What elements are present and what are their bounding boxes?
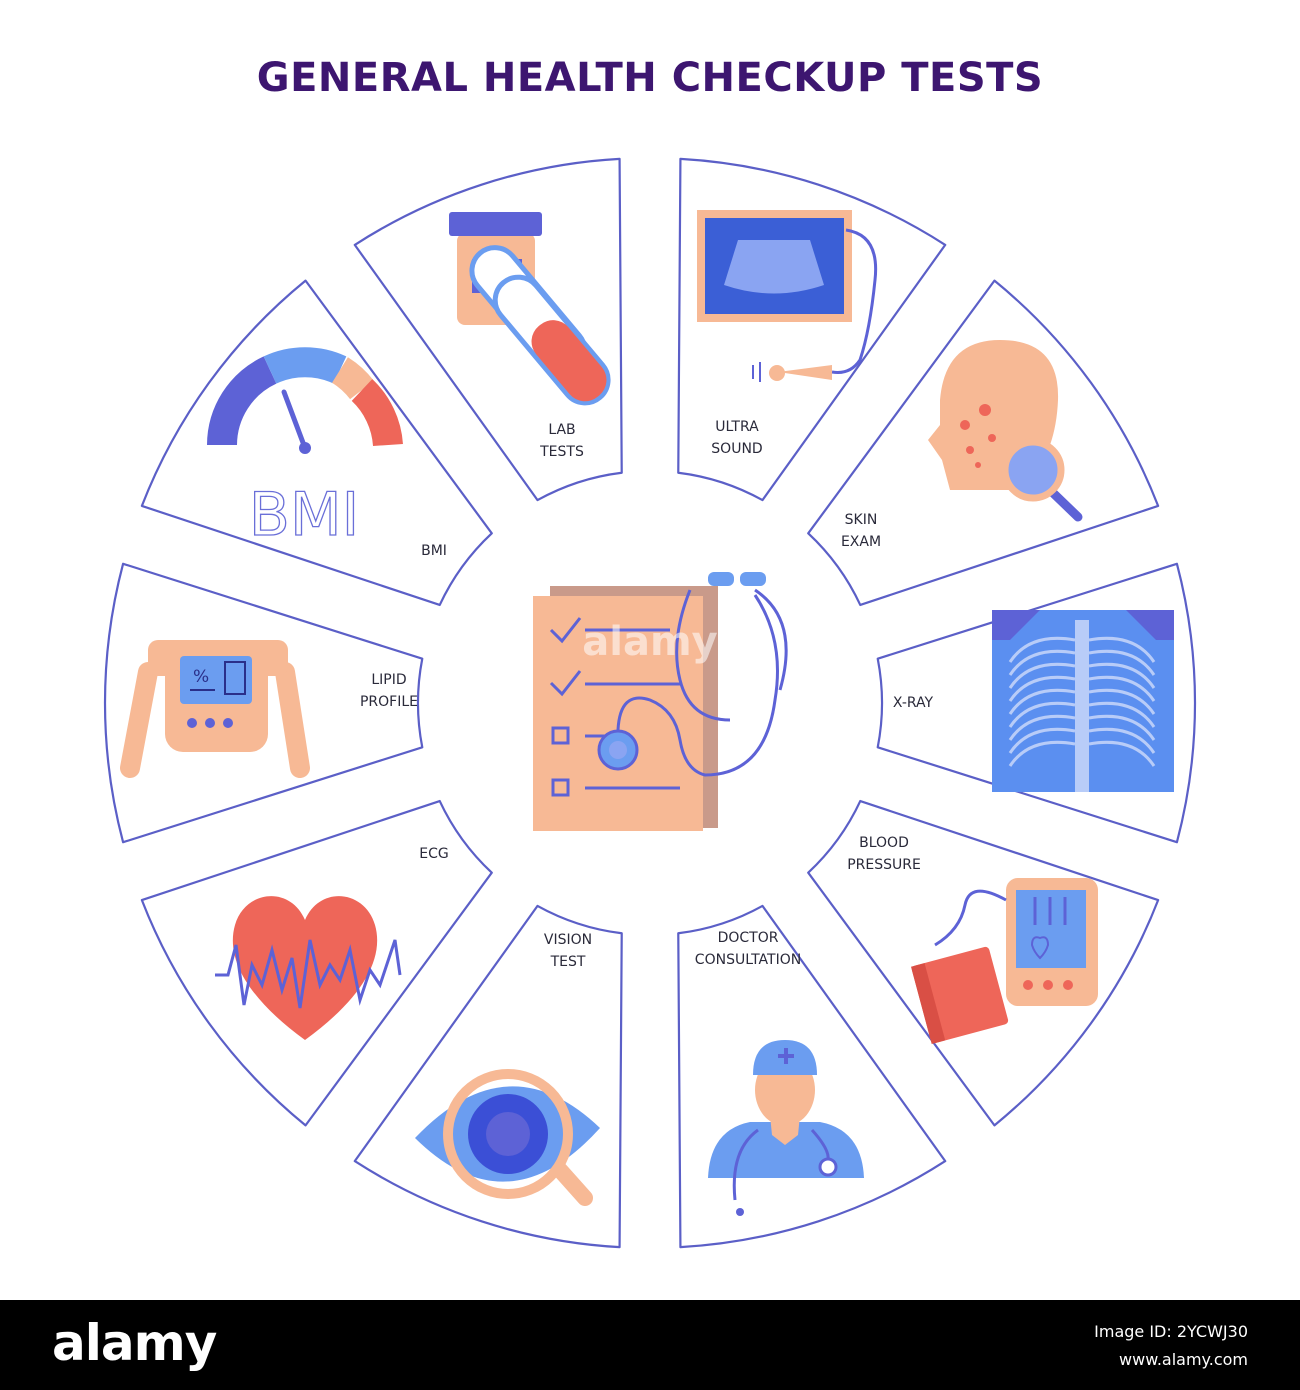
label-skin-exam: SKIN EXAM: [841, 512, 881, 550]
label-line: X-RAY: [893, 695, 934, 711]
blood-pressure-icon: [911, 878, 1098, 1044]
bmi-icon: BMI: [207, 347, 403, 551]
xray-rib: [1088, 688, 1156, 715]
page-title: GENERAL HEALTH CHECKUP TESTS: [256, 55, 1044, 101]
label-line: VISION: [544, 932, 592, 948]
label-ultrasound: ULTRA SOUND: [711, 419, 762, 457]
xray-rib: [1088, 662, 1156, 689]
segment-bmi: [353, 157, 623, 502]
label-lipid-profile: LIPID PROFILE: [360, 672, 418, 710]
x-ray-icon: [992, 610, 1174, 792]
footer-bar: alamy Image ID: 2YCWJ30 www.alamy.com: [0, 1300, 1300, 1390]
xray-rib: [1008, 636, 1076, 663]
label-line: CONSULTATION: [695, 952, 801, 968]
xray-rib: [1008, 727, 1076, 754]
xray-rib: [1008, 649, 1076, 676]
label-line: BLOOD: [859, 835, 909, 851]
label-line: PRESSURE: [847, 857, 921, 873]
label-line: DOCTOR: [718, 930, 779, 946]
label-lab-tests: LAB TESTS: [539, 422, 584, 460]
label-doctor-consultation: DOCTOR CONSULTATION: [695, 930, 801, 968]
label-blood-pressure: BLOOD PRESSURE: [847, 835, 921, 873]
xray-rib: [1008, 662, 1076, 689]
xray-rib: [1008, 688, 1076, 715]
label-line: SOUND: [711, 441, 762, 457]
watermark: alamy: [582, 619, 717, 665]
segment-lipid-profile: [140, 279, 493, 607]
label-line: TESTS: [539, 444, 584, 460]
footer-info: Image ID: 2YCWJ30 www.alamy.com: [1094, 1318, 1248, 1374]
vision-test-icon: [415, 1069, 600, 1206]
footer-brand: alamy: [52, 1314, 217, 1372]
label-line: ECG: [419, 846, 448, 862]
label-line: BMI: [421, 543, 447, 559]
xray-rib: [1088, 649, 1156, 676]
xray-rib: [1088, 675, 1156, 702]
label-line: PROFILE: [360, 694, 418, 710]
ultrasound-icon: [697, 210, 878, 382]
xray-rib: [1008, 740, 1076, 767]
xray-rib: [1008, 701, 1076, 728]
xray-rib: [1088, 740, 1156, 767]
label-ecg: ECG: [419, 846, 448, 862]
skin-exam-icon: [928, 340, 1083, 522]
ecg-icon: [215, 896, 402, 1040]
bmi-icon-text: BMI: [249, 480, 360, 550]
lab-tests-icon: [449, 212, 611, 406]
checklist-stethoscope-icon: [533, 572, 788, 831]
label-line: EXAM: [841, 534, 881, 550]
segment-labels: LAB TESTS ULTRA SOUND SKIN EXAM X-RAY BLOOD PRES…: [360, 419, 934, 970]
footer-image-id: Image ID: 2YCWJ30: [1094, 1322, 1248, 1341]
label-vision-test: VISION TEST: [544, 932, 592, 970]
xray-rib: [1088, 701, 1156, 728]
xray-rib: [1008, 675, 1076, 702]
svg-text:%: %: [193, 667, 209, 687]
label-line: LIPID: [371, 672, 406, 688]
xray-rib: [1088, 714, 1156, 741]
lipid-profile-icon: %: [120, 640, 310, 778]
label-line: TEST: [550, 954, 586, 970]
label-line: LAB: [548, 422, 575, 438]
label-bmi: BMI: [421, 543, 447, 559]
doctor-icon: [708, 1040, 864, 1216]
label-x-ray: X-RAY: [893, 695, 934, 711]
xray-rib: [1088, 636, 1156, 663]
xray-rib: [1008, 714, 1076, 741]
footer-site: www.alamy.com: [1119, 1350, 1248, 1369]
xray-rib: [1088, 727, 1156, 754]
label-line: ULTRA: [715, 419, 759, 435]
label-line: SKIN: [845, 512, 878, 528]
